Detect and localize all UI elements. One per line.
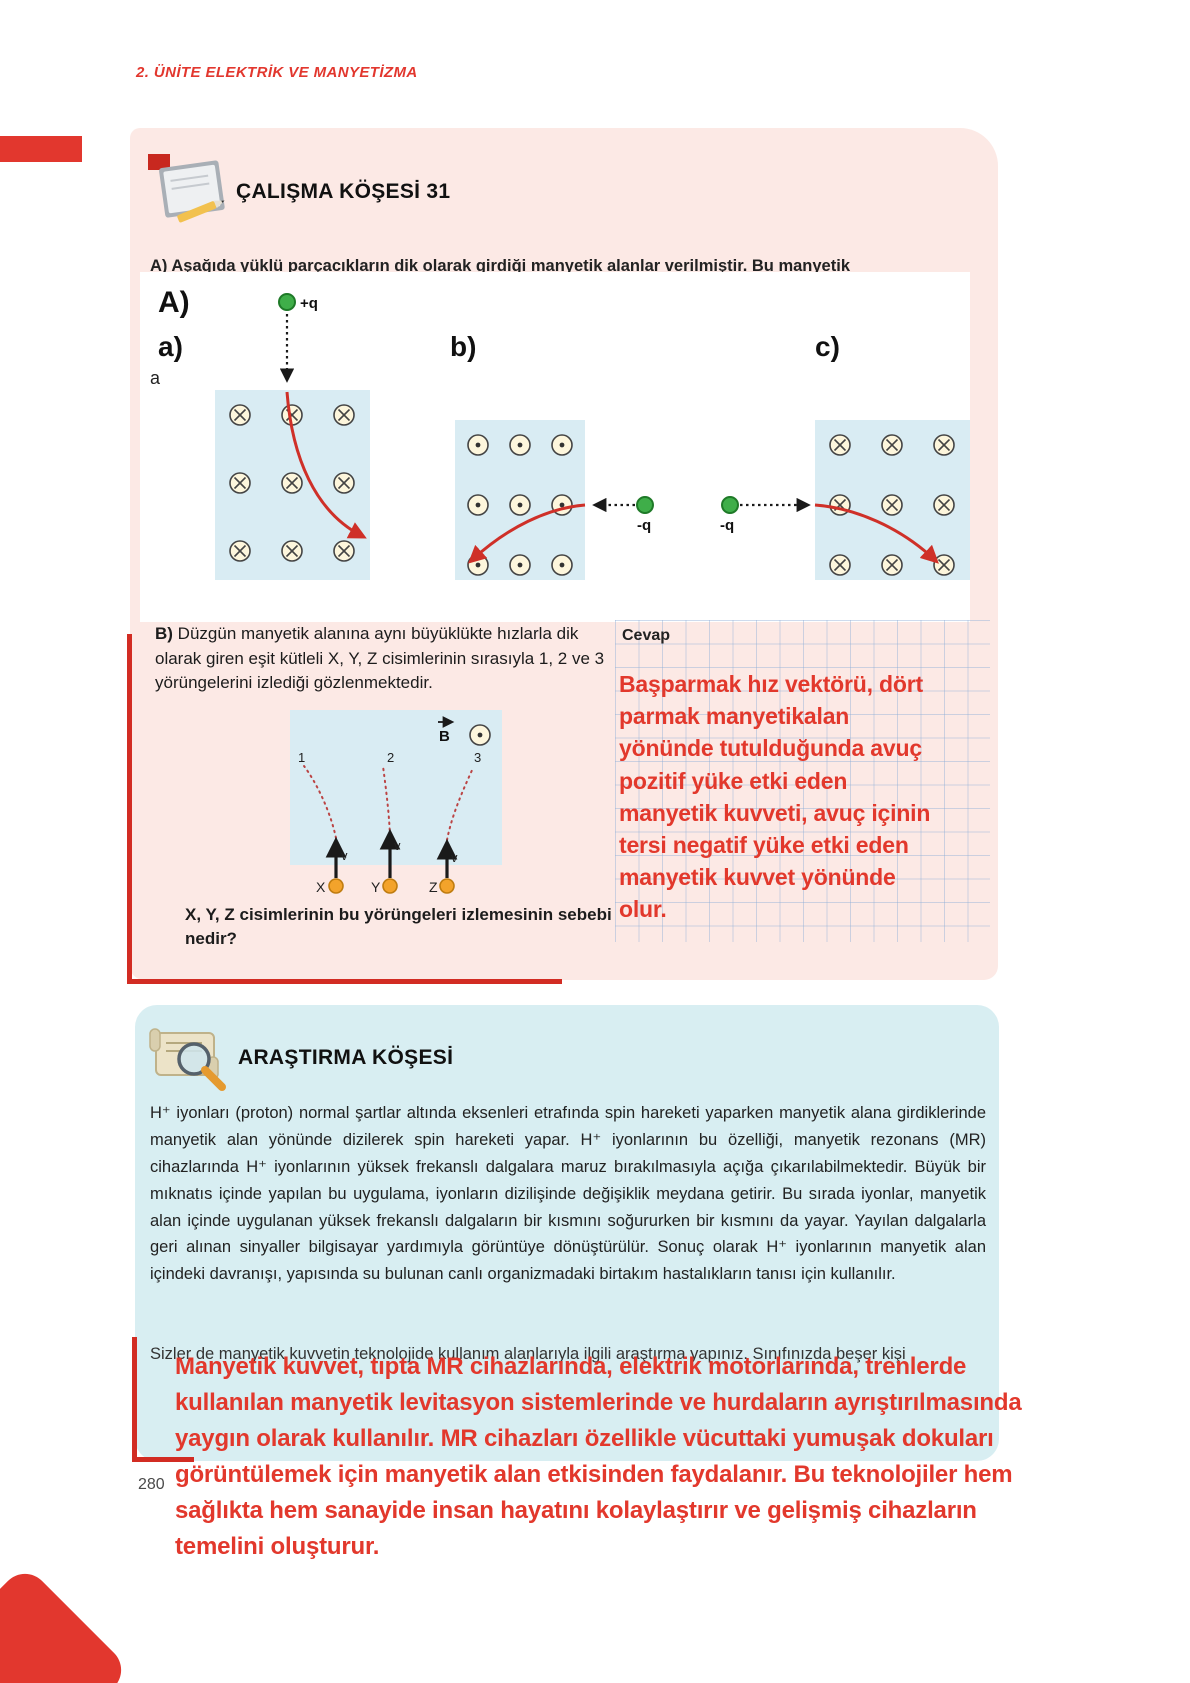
worksheet-section: ÇALIŞMA KÖŞESİ 31 A) Aşağıda yüklü parça… xyxy=(130,128,998,980)
charge-label-a: +q xyxy=(300,295,318,312)
velocity-label-y: v xyxy=(394,838,401,853)
label-A: A) xyxy=(158,286,190,319)
trajectory-dotted-1 xyxy=(303,765,337,839)
b-field-label: B xyxy=(439,728,450,745)
worksheet-red-edge-vertical xyxy=(127,634,132,984)
research-red-edge-vertical xyxy=(132,1337,137,1462)
diagram-c: -q xyxy=(720,420,985,580)
page-number: 280 xyxy=(138,1476,165,1493)
body-z-particle xyxy=(439,878,455,894)
part-b-statement: B) Düzgün manyetik alanına aynı büyüklük… xyxy=(155,622,617,696)
research-section: ARAŞTIRMA KÖŞESİ H⁺ iyonları (proton) no… xyxy=(135,1005,999,1461)
red-accent-bar xyxy=(0,136,82,162)
body-y-particle xyxy=(382,878,398,894)
label-c: c) xyxy=(815,331,840,362)
part-b-label: B) xyxy=(155,624,173,643)
unit-header: 2. ÜNİTE ELEKTRİK VE MANYETİZMA xyxy=(136,64,418,81)
charge-label-c: -q xyxy=(720,517,734,534)
trajectory-dotted-3 xyxy=(446,767,474,841)
trajectory-label-2: 2 xyxy=(387,750,394,765)
part-b-text: Düzgün manyetik alanına aynı büyüklükte … xyxy=(155,624,605,693)
worksheet-icon xyxy=(148,154,225,223)
trajectory-curve-a xyxy=(285,391,367,539)
research-task-partial: Sizler de manyetik kuvvetin teknolojide … xyxy=(150,1345,906,1363)
part-b-diagram: B 1 2 3 v v v X Y Z xyxy=(290,710,502,895)
trajectory-curve-b xyxy=(468,503,586,564)
answer-grid-paper xyxy=(615,620,990,942)
positive-charge-particle xyxy=(278,293,296,311)
corner-red-diamond xyxy=(0,1563,132,1683)
body-label-y: Y xyxy=(371,879,381,895)
handwritten-answer: Başparmak hız vektörü, dört parmak manye… xyxy=(619,671,931,923)
icon-red-tab xyxy=(148,154,170,170)
part-a-overlay: A) a) b) c) a +q xyxy=(140,272,985,622)
body-label-x: X xyxy=(316,879,326,895)
handwritten-research-note: Manyetik kuvvet, tıpta MR cihazlarında, … xyxy=(175,1353,1022,1560)
label-b: b) xyxy=(450,331,476,362)
trajectory-label-3: 3 xyxy=(474,750,481,765)
field-out-of-page-symbol xyxy=(469,724,491,746)
answer-label: Cevap xyxy=(622,627,671,644)
charge-label-b: -q xyxy=(637,517,651,534)
magnifier-icon xyxy=(177,1042,226,1091)
velocity-label-z: v xyxy=(451,850,458,865)
part-b-question: X, Y, Z cisimlerinin bu yörüngeleri izle… xyxy=(185,905,612,948)
part-a-diagrams: A) a) b) c) a +q xyxy=(150,286,985,580)
velocity-label-x: v xyxy=(341,848,348,863)
negative-charge-particle-b xyxy=(636,496,654,514)
research-red-edge-bottom xyxy=(132,1457,194,1462)
body-label-z: Z xyxy=(429,879,438,895)
research-icon xyxy=(149,1028,226,1091)
diagram-a: +q xyxy=(215,293,370,580)
worksheet-intro-partial: A) Aşağıda yüklü parçacıkların dik olara… xyxy=(150,257,850,275)
trajectory-curve-c xyxy=(814,503,939,564)
trajectory-dotted-2 xyxy=(382,765,391,837)
worksheet-title: ÇALIŞMA KÖŞESİ 31 xyxy=(236,180,451,203)
negative-charge-particle-c xyxy=(721,496,739,514)
stray-letter-a: a xyxy=(150,368,161,388)
worksheet-red-edge-bottom xyxy=(127,979,562,984)
label-a: a) xyxy=(158,331,183,362)
body-x-particle xyxy=(328,878,344,894)
research-title: ARAŞTIRMA KÖŞESİ xyxy=(238,1046,454,1069)
trajectory-label-1: 1 xyxy=(298,750,305,765)
diagram-b: -q xyxy=(455,420,654,580)
research-paragraph: H⁺ iyonları (proton) normal şartlar altı… xyxy=(150,1104,986,1284)
pencil-icon xyxy=(177,200,225,223)
